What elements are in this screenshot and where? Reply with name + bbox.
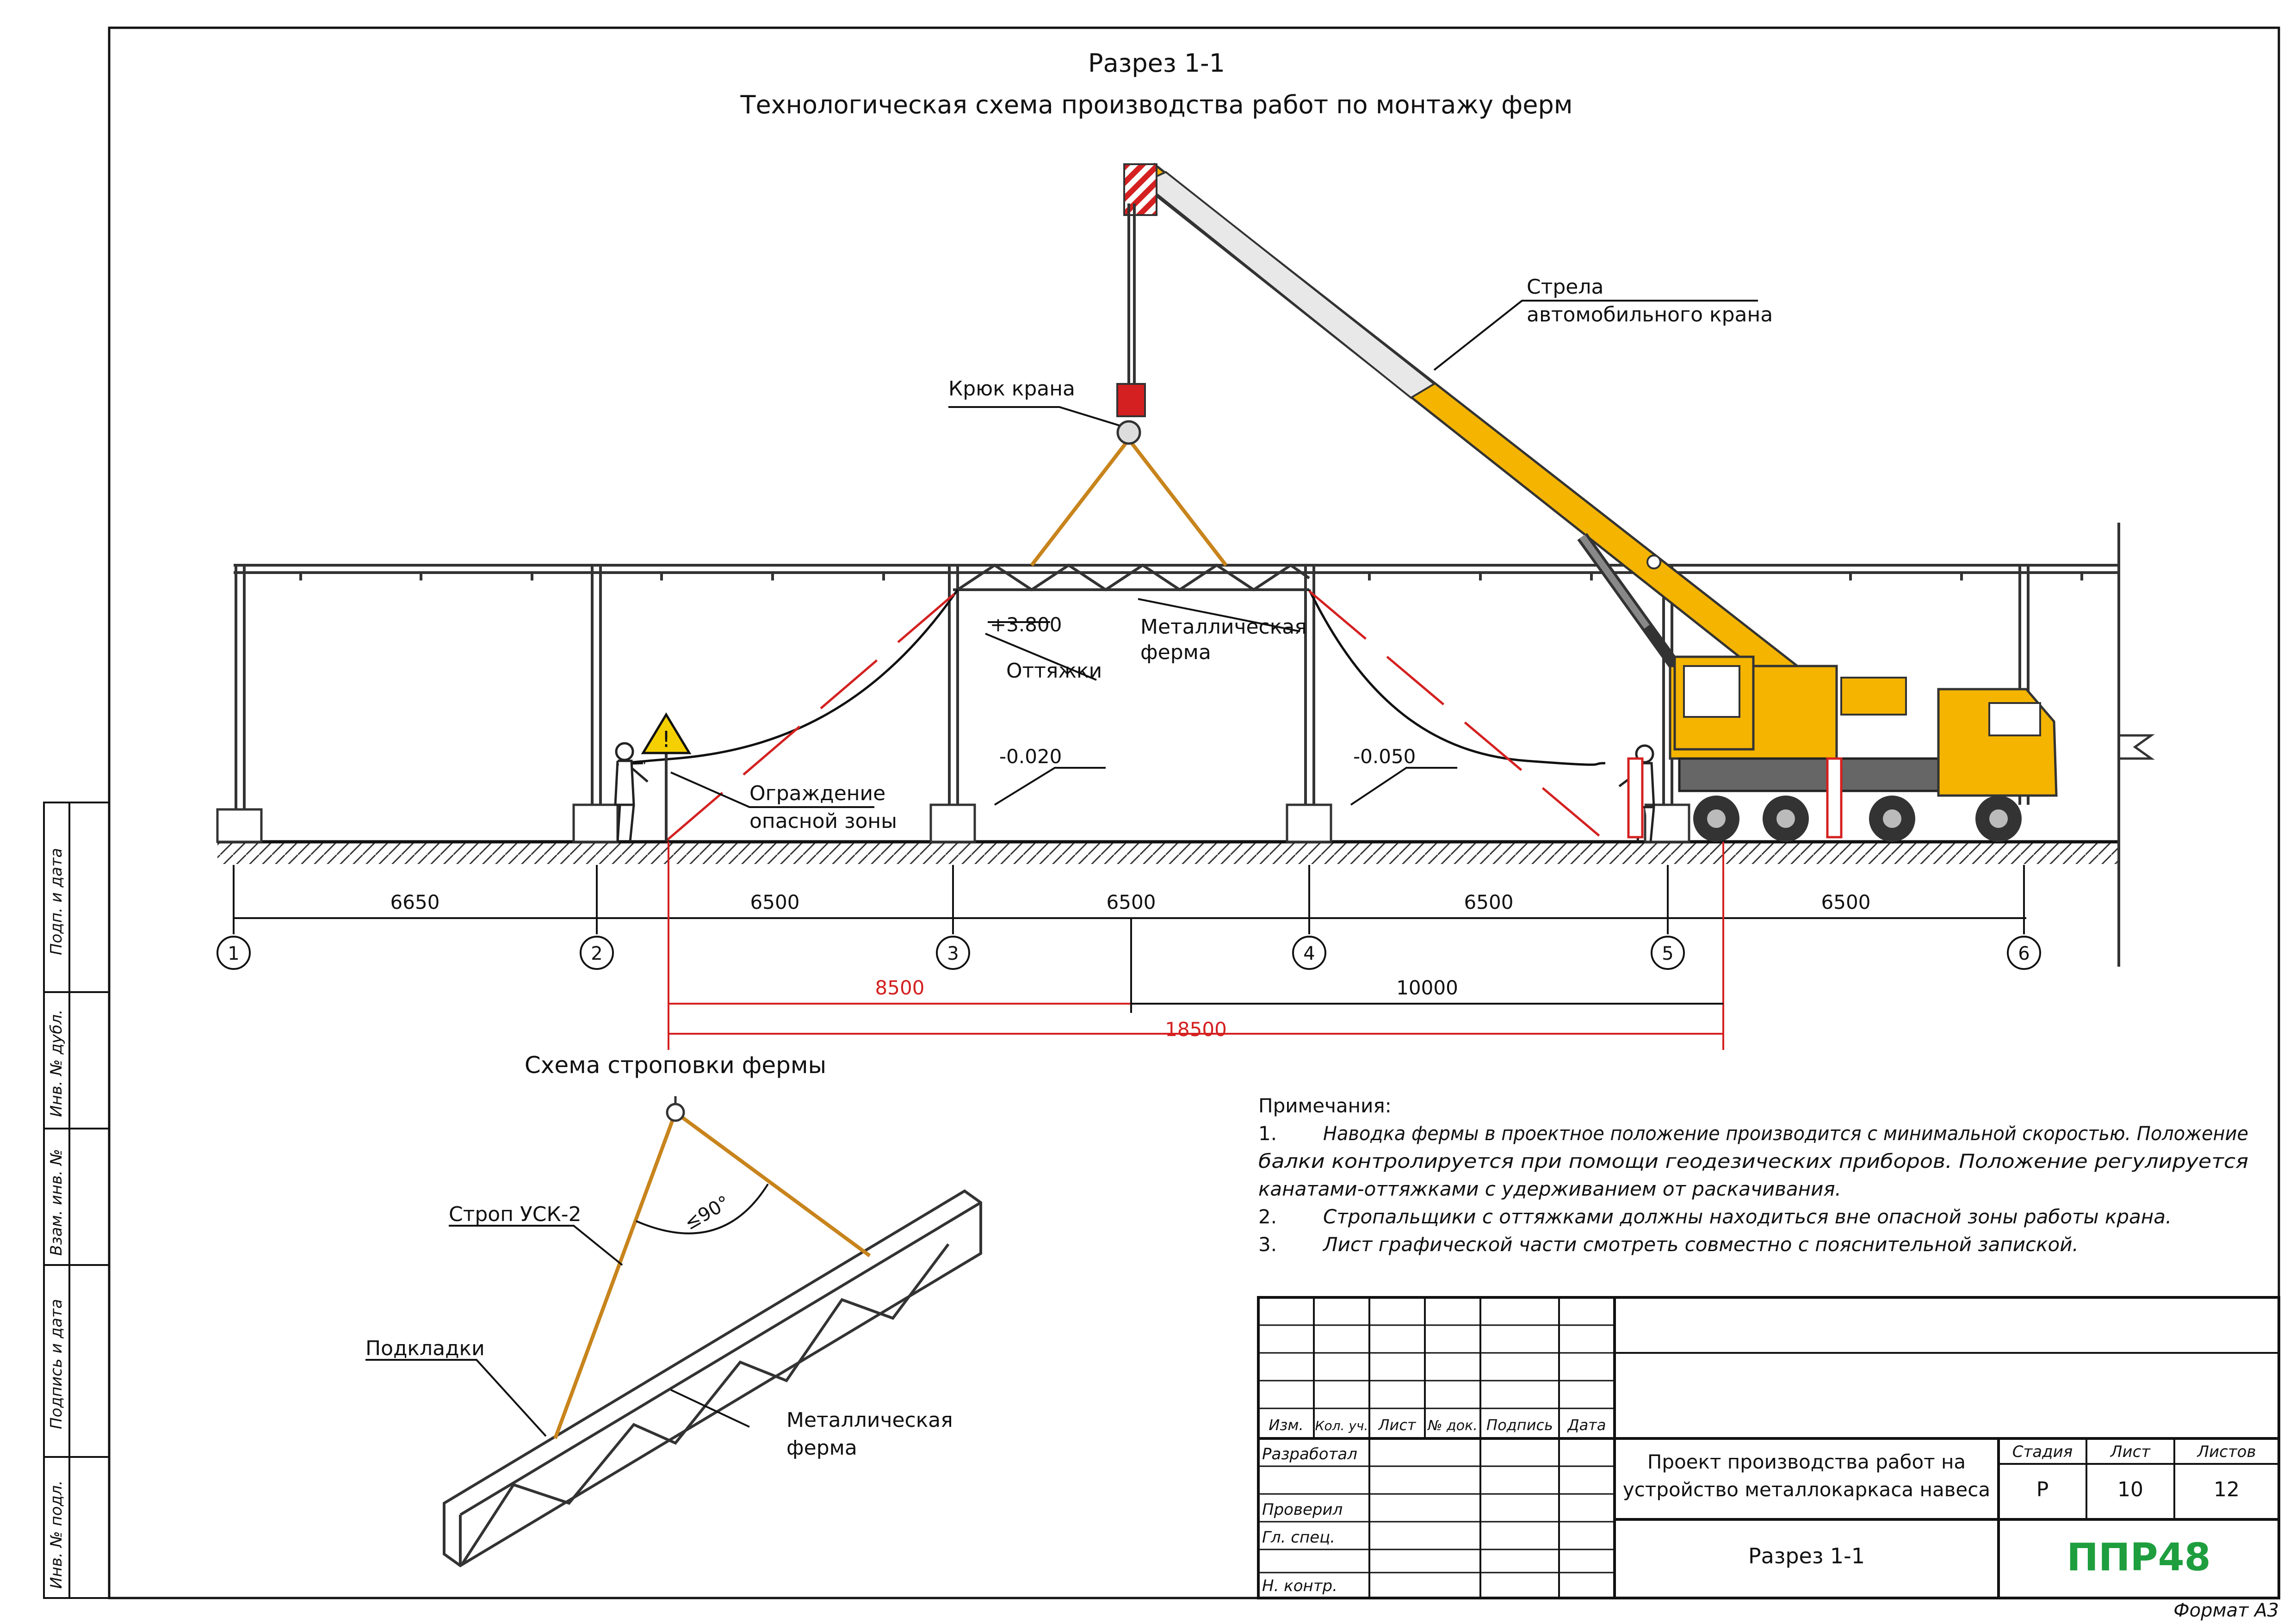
lifted-truss [953,563,1310,592]
dim-18500: 18500 [1165,1018,1227,1041]
side-stamp-labels: Подп. и дата Инв. № дубл. Взам. инв. № П… [47,848,66,1589]
tb-role-chief: Гл. спец. [1262,1528,1335,1547]
label-hook: Крюк крана [948,377,1075,401]
axis-2: 2 [591,943,602,964]
crane-hook [1116,383,1146,417]
pads-label: Подкладки [365,1337,485,1360]
tb-role-norm: Н. контр. [1262,1577,1337,1595]
dim-8500: 8500 [875,976,925,999]
tb-col-izm: Изм. [1269,1416,1303,1434]
sling-scheme-leaders [365,1225,750,1437]
tb-role-checked: Проверил [1262,1500,1343,1519]
axis-6: 6 [2018,943,2030,964]
note-3-line: Лист графической части смотреть совместн… [1322,1233,2079,1256]
note-2-line: Стропальщики с оттяжками должны находить… [1323,1205,2172,1228]
axis-3: 3 [947,943,959,964]
tb-sheets-label: Листов [2196,1443,2256,1461]
outer-frame [108,26,2280,1599]
tb-sheet: 10 [2117,1478,2143,1501]
svg-text:!: ! [662,727,670,753]
note-3-num: 3. [1258,1233,1277,1256]
column-bases [216,803,1690,843]
note-1-num: 1. [1258,1122,1277,1145]
angle-arc [636,1183,769,1234]
tb-sheets: 12 [2214,1478,2240,1501]
label-fence-1: Ограждение [749,782,885,805]
worker-left [614,742,649,842]
danger-dim-lines [668,842,1724,1050]
note-1-line-3: канатами-оттяжками с удерживанием от рас… [1258,1178,1841,1200]
tb-sheet-label: Лист [2110,1443,2151,1461]
tb-col-kol: Кол. уч. [1315,1418,1368,1433]
tb-logo: ППР48 [2067,1536,2210,1580]
note-1-line-1: Наводка фермы в проектное положение прои… [1323,1122,2248,1145]
note-2-num: 2. [1258,1205,1277,1228]
axis-markers [217,936,2041,970]
tb-drawing-name: Разрез 1-1 [1748,1543,1865,1568]
side-label-inv-dubl: Инв. № дубл. [47,1009,66,1117]
drawing-title: Разрез 1-1 [1088,49,1225,78]
axis-4: 4 [1303,943,1315,964]
tb-col-doc: № док. [1427,1418,1478,1434]
tb-role-developer: Разработал [1262,1445,1357,1463]
span-5: 6500 [1821,891,1871,913]
slings [1030,438,1228,567]
label-guys: Оттяжки [1006,659,1102,683]
span-4: 6500 [1464,891,1514,913]
tb-stage: Р [2036,1478,2049,1501]
angle-label: ≤90° [681,1192,733,1234]
warning-sign: ! [641,712,692,841]
side-stamp [43,802,110,1599]
sling-scheme-title: Схема строповки фермы [525,1052,826,1079]
label-elev-left: -0.020 [999,745,1062,768]
tb-project-2: устройство металлокаркаса навеса [1623,1478,1990,1501]
label-elev-right: -0.050 [1353,745,1416,768]
label-elev-top: +3.800 [990,613,1062,636]
axis-1: 1 [228,943,239,964]
dim-10000: 10000 [1396,976,1458,999]
sling-scheme-truss [443,1189,982,1567]
side-label-vzam: Взам. инв. № [47,1149,66,1256]
axis-dim-lines [233,865,2026,934]
note-1-line-2: балки контролируется при помощи геодезич… [1258,1150,2248,1173]
tb-col-data: Дата [1567,1416,1606,1434]
danger-dim-black [1130,918,1723,1013]
sling-scheme-hook [666,1096,685,1122]
drawing-subtitle: Технологическая схема производства работ… [740,90,1572,119]
span-1: 6650 [390,891,440,913]
break-symbol [2119,734,2155,760]
span-3: 6500 [1107,891,1156,913]
sling-scheme-slings [553,1111,871,1439]
side-label-inv-podl: Инв. № подл. [47,1480,66,1589]
guy-ropes [616,589,1606,766]
ground [217,840,2119,864]
tb-stage-label: Стадия [2012,1443,2073,1461]
label-boom-1: Стрела [1527,275,1603,299]
canopy-frame [234,523,2120,967]
axis-5: 5 [1662,943,1673,964]
label-fence-2: опасной зоны [749,809,897,833]
tb-col-list: Лист [1378,1416,1416,1434]
title-block-grid [1257,1296,2280,1599]
sling-label: Строп УСК-2 [449,1203,582,1226]
format-label: Формат А3 [2173,1600,2279,1621]
scheme-truss-label-1: Металлическая [786,1408,953,1432]
side-label-podpis: Подпись и дата [47,1299,66,1429]
notes-heading: Примечания: [1258,1094,1392,1117]
side-label-podp: Подп. и дата [47,848,66,955]
leaders [670,300,1758,808]
scheme-truss-label-2: ферма [786,1436,857,1460]
label-truss-1: Металлическая [1140,615,1307,639]
label-truss-2: ферма [1140,641,1211,664]
tb-project-1: Проект производства работ на [1647,1450,1966,1473]
tb-col-podpis: Подпись [1486,1416,1553,1434]
span-2: 6500 [750,891,800,913]
label-boom-2: автомобильного крана [1527,303,1773,327]
crane [1116,163,2058,842]
